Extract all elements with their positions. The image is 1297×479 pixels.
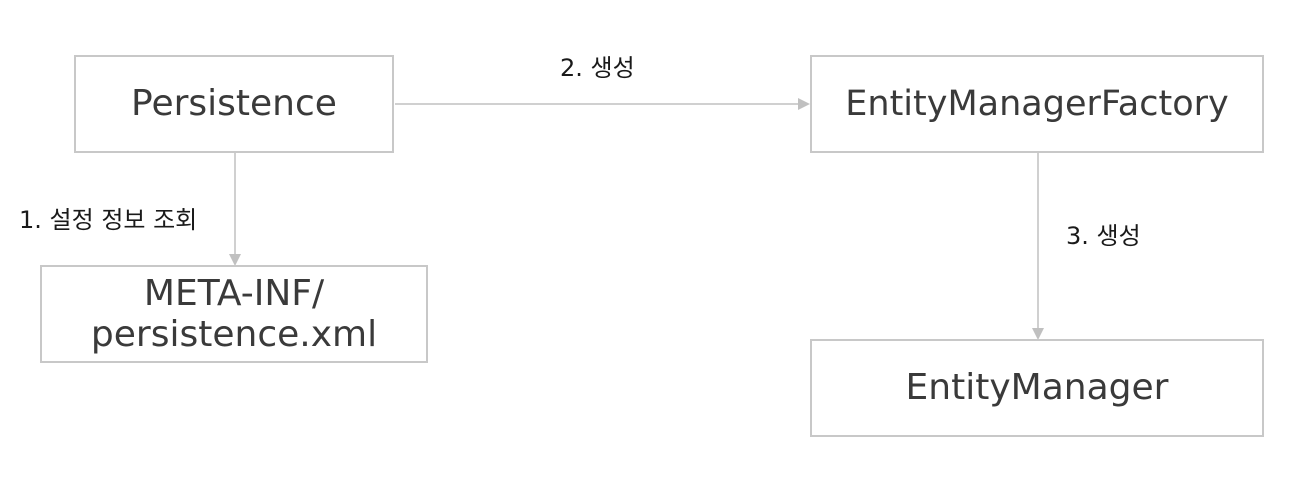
node-persistence-xml-line2: persistence.xml bbox=[90, 314, 378, 355]
node-persistence-xml-line1: META-INF/ bbox=[143, 272, 325, 314]
node-persistence: Persistence bbox=[74, 55, 394, 153]
node-persistence-label: Persistence bbox=[131, 83, 337, 125]
node-entity-manager: EntityManager bbox=[810, 339, 1264, 437]
edge-label-create-factory: 2. 생성 bbox=[560, 54, 635, 82]
node-persistence-xml: META-INF/ persistence.xml bbox=[40, 265, 428, 363]
edge-label-config-lookup: 1. 설정 정보 조회 bbox=[19, 206, 198, 234]
node-entity-manager-factory-label: EntityManagerFactory bbox=[845, 83, 1229, 124]
node-entity-manager-label: EntityManager bbox=[905, 367, 1169, 409]
edge-label-create-manager: 3. 생성 bbox=[1066, 222, 1141, 250]
node-entity-manager-factory: EntityManagerFactory bbox=[810, 55, 1264, 153]
